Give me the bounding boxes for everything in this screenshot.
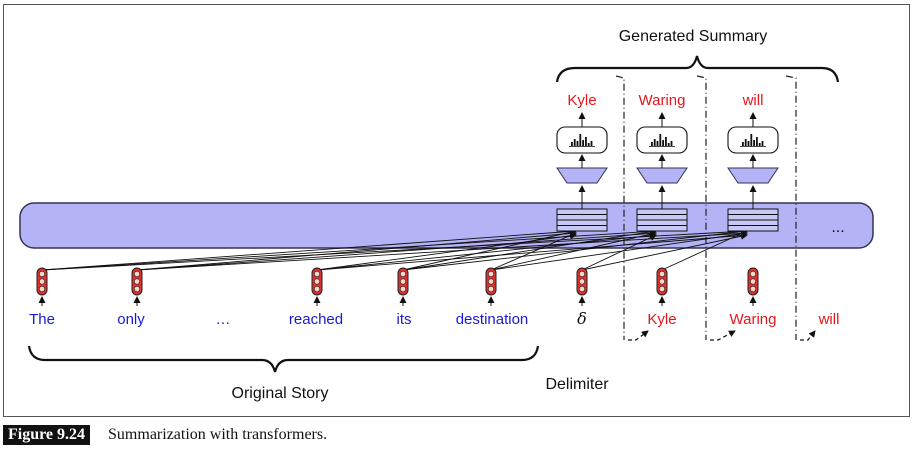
input-node: [36, 267, 48, 306]
input-token: The: [29, 311, 55, 328]
output-token: Kyle: [567, 92, 596, 109]
figure-caption: Figure 9.24 Summarization with transform…: [3, 424, 327, 446]
input-node-shifted: [656, 267, 668, 306]
linear-head: [636, 167, 688, 184]
figure-label: Figure 9.24: [3, 425, 91, 445]
input-token: destination: [456, 311, 529, 328]
input-node: [311, 267, 323, 306]
input-node: [397, 267, 409, 306]
output-token: Waring: [639, 92, 686, 109]
input-token: reached: [289, 311, 343, 328]
input-token: …: [216, 311, 231, 328]
softmax-distribution: [727, 126, 779, 154]
layer-stack: [556, 208, 608, 232]
input-node-shifted: [747, 267, 759, 306]
original-story-brace: [27, 345, 540, 373]
attention-connections: [41, 227, 748, 271]
output-token: will: [742, 92, 764, 109]
shifted-token: Kyle: [647, 311, 676, 328]
softmax-distribution: [556, 126, 608, 154]
input-node: [131, 267, 143, 306]
original-story-label: Original Story: [232, 385, 329, 402]
input-node: [485, 267, 497, 306]
band-ellipsis: ...: [831, 219, 844, 236]
layer-stack: [636, 208, 688, 232]
input-token: its: [397, 311, 412, 328]
delimiter-node: [576, 267, 588, 306]
input-token: only: [117, 311, 145, 328]
output-column: Kyle: [556, 92, 608, 232]
generated-summary-title: Generated Summary: [619, 28, 768, 45]
linear-head: [556, 167, 608, 184]
softmax-distribution: [636, 126, 688, 154]
shifted-token: Waring: [730, 311, 777, 328]
shift-arrows: [628, 330, 816, 341]
delimiter-token: δ: [577, 309, 587, 328]
column-separators: [615, 75, 797, 340]
output-column: Waring: [636, 92, 688, 232]
output-column: will: [727, 92, 779, 232]
figure-frame: [3, 4, 910, 417]
layer-stack: [727, 208, 779, 232]
generated-summary-brace: [555, 55, 840, 83]
figure-caption-text: Summarization with transformers.: [108, 426, 328, 443]
delimiter-label: Delimiter: [545, 376, 609, 393]
linear-head: [727, 167, 779, 184]
shifted-token: will: [818, 311, 840, 328]
